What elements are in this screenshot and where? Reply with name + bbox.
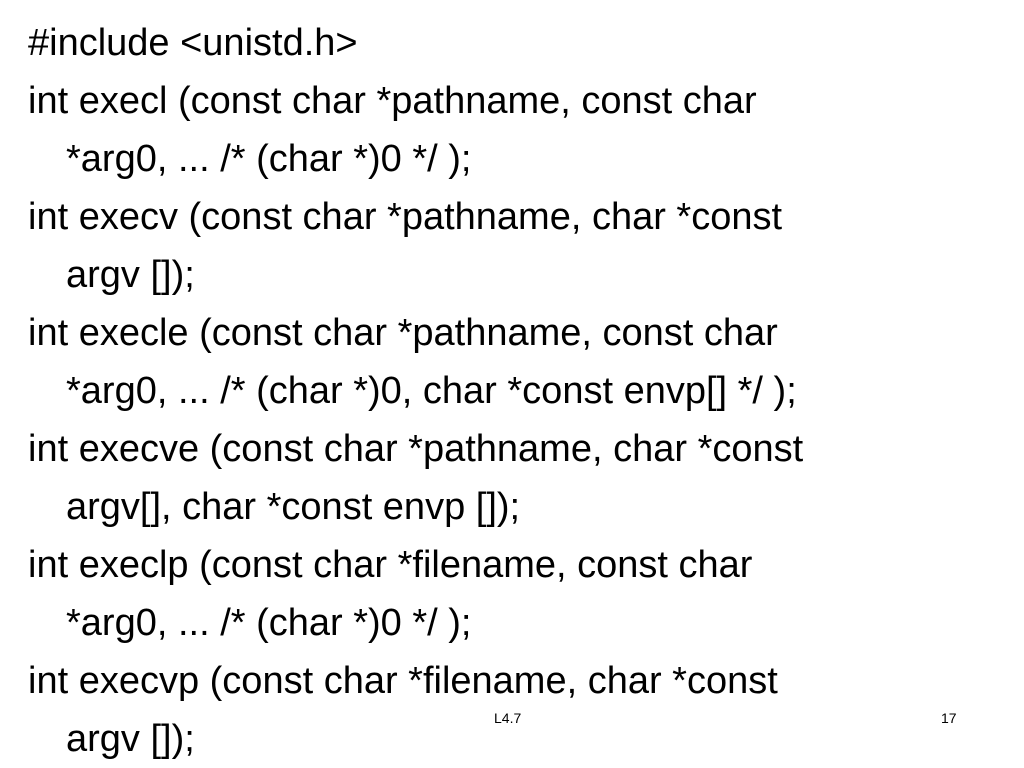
execvp-prototype: int execvp (const char *filename, char *… xyxy=(28,652,988,768)
entry-continuation: argv []); xyxy=(66,718,195,760)
code-listing: #include <unistd.h> int execl (const cha… xyxy=(28,14,988,768)
entry-text: #include <unistd.h> xyxy=(28,22,358,64)
page-number: 17 xyxy=(941,710,957,726)
entry-continuation: *arg0, ... /* (char *)0, char *const env… xyxy=(66,370,797,412)
execl-prototype: int execl (const char *pathname, const c… xyxy=(28,72,988,188)
entry-text: int execvp (const char *filename, char *… xyxy=(28,660,778,702)
entry-text: int execv (const char *pathname, char *c… xyxy=(28,196,783,238)
entry-continuation: argv []); xyxy=(66,254,195,296)
execve-prototype: int execve (const char *pathname, char *… xyxy=(28,420,988,536)
entry-text: int execl (const char *pathname, const c… xyxy=(28,80,757,122)
execlp-prototype: int execlp (const char *filename, const … xyxy=(28,536,988,652)
entry-continuation: *arg0, ... /* (char *)0 */ ); xyxy=(66,602,472,644)
include-line: #include <unistd.h> xyxy=(28,14,988,72)
entry-text: int execve (const char *pathname, char *… xyxy=(28,428,804,470)
entry-text: int execle (const char *pathname, const … xyxy=(28,312,778,354)
entry-text: int execlp (const char *filename, const … xyxy=(28,544,753,586)
execle-prototype: int execle (const char *pathname, const … xyxy=(28,304,988,420)
entry-continuation: argv[], char *const envp []); xyxy=(66,486,521,528)
execv-prototype: int execv (const char *pathname, char *c… xyxy=(28,188,988,304)
footer-label: L4.7 xyxy=(494,710,522,726)
entry-continuation: *arg0, ... /* (char *)0 */ ); xyxy=(66,138,472,180)
